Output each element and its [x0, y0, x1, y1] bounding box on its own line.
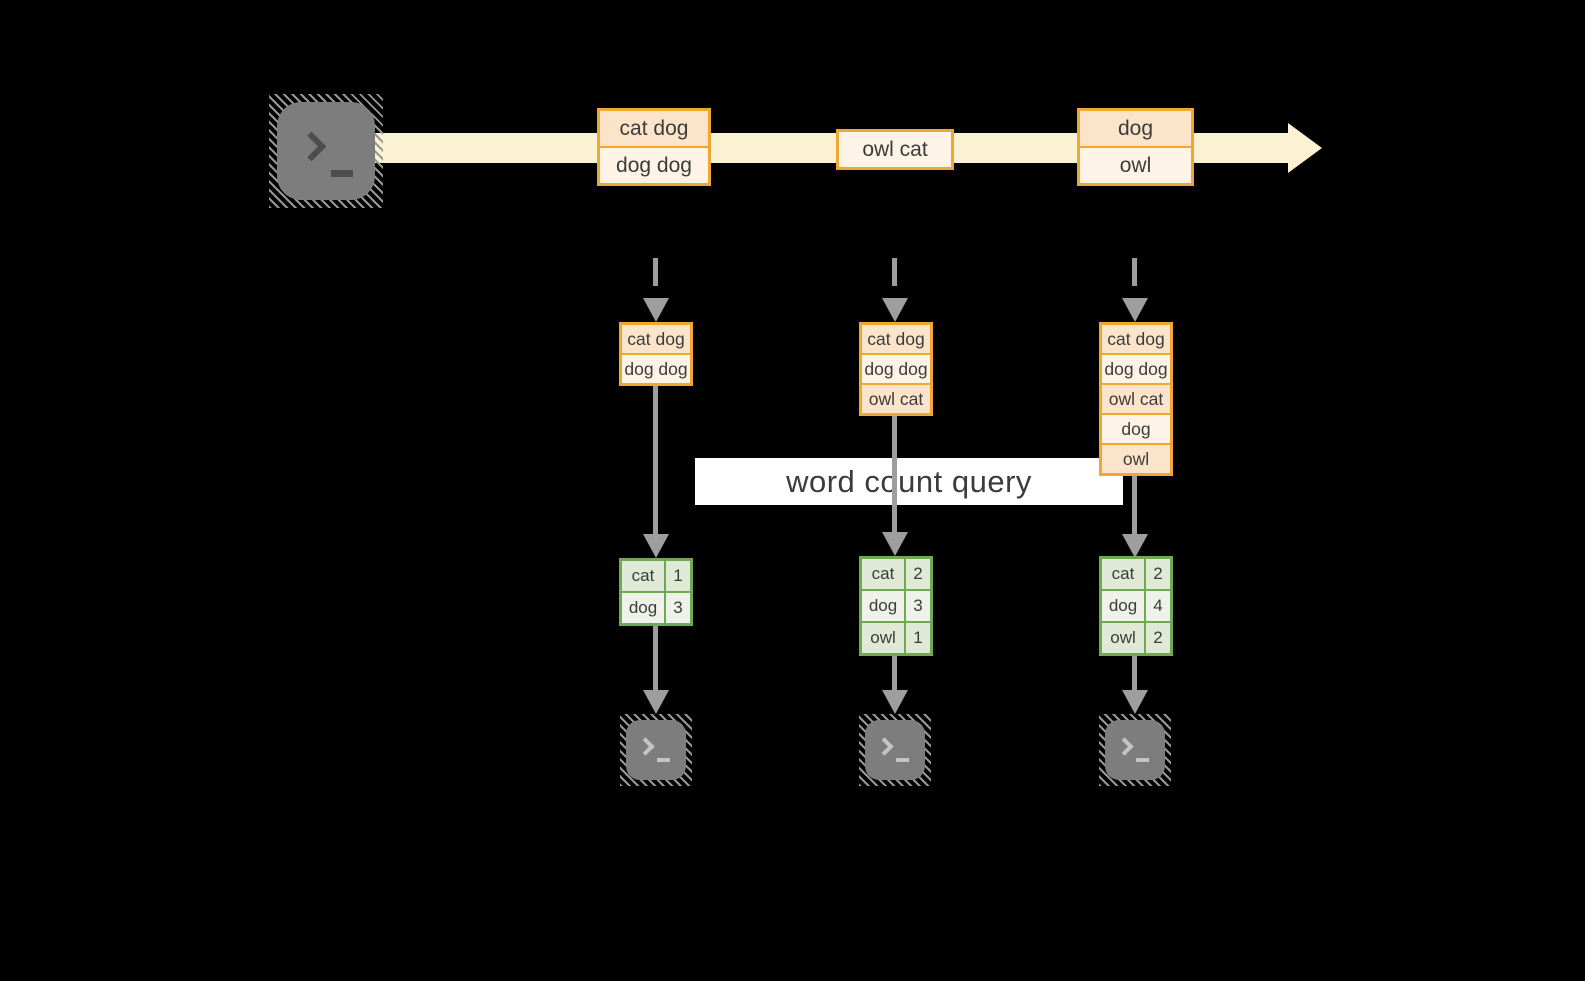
output-arrow: [892, 656, 897, 690]
count-value-cell: 4: [1144, 589, 1170, 621]
query-arrow: [892, 416, 897, 532]
terminal-cursor-icon: [657, 758, 670, 762]
count-value-cell: 1: [664, 561, 690, 591]
stream-message-line: cat dog: [600, 111, 708, 146]
stream-message-box: owl cat: [836, 129, 954, 170]
stream-message-box: cat dog dog dog: [597, 108, 711, 186]
query-label: word count query: [786, 463, 1032, 499]
output-arrowhead-icon: [1122, 690, 1148, 714]
query-arrowhead-icon: [643, 534, 669, 558]
terminal-cursor-icon: [331, 170, 353, 177]
count-value-cell: 3: [664, 591, 690, 623]
state-buffer-line: owl cat: [1102, 383, 1170, 413]
ingest-arrowhead-icon: [643, 298, 669, 322]
count-word-cell: owl: [1102, 621, 1144, 653]
query-arrowhead-icon: [1122, 534, 1148, 558]
count-table: cat 2 dog 4 owl 2: [1099, 556, 1173, 656]
query-label-bar: word count query: [695, 458, 1123, 505]
state-buffer-box: cat dog dog dog owl cat: [859, 322, 933, 416]
ingest-arrow-dash: [892, 258, 897, 286]
terminal-prompt-icon: [636, 737, 655, 756]
count-word-cell: dog: [1102, 589, 1144, 621]
count-word-cell: cat: [862, 559, 904, 589]
count-word-cell: owl: [862, 621, 904, 653]
state-buffer-line: cat dog: [622, 325, 690, 353]
count-value-cell: 2: [904, 559, 930, 589]
count-value-cell: 2: [1144, 621, 1170, 653]
stream-message-box: dog owl: [1077, 108, 1194, 186]
count-word-cell: cat: [622, 561, 664, 591]
count-word-cell: cat: [1102, 559, 1144, 589]
query-arrow: [1132, 476, 1137, 534]
stream-message-line: owl cat: [839, 132, 951, 167]
stream-message-line: dog dog: [600, 146, 708, 183]
terminal-cursor-icon: [1136, 758, 1149, 762]
output-arrowhead-icon: [882, 690, 908, 714]
query-arrowhead-icon: [882, 532, 908, 556]
query-arrow: [653, 386, 658, 534]
sink-terminal-icon: [1099, 714, 1171, 786]
stream-message-line: owl: [1080, 146, 1191, 183]
count-table: cat 2 dog 3 owl 1: [859, 556, 933, 656]
output-arrow: [653, 626, 658, 690]
count-table: cat 1 dog 3: [619, 558, 693, 626]
stream-arrowhead-icon: [1288, 123, 1322, 173]
source-terminal-icon: [269, 94, 383, 208]
ingest-arrow-dash: [1132, 258, 1137, 286]
state-buffer-line: cat dog: [862, 325, 930, 353]
terminal-screen: [626, 720, 686, 780]
state-buffer-box: cat dog dog dog owl cat dog owl: [1099, 322, 1173, 476]
sink-terminal-icon: [859, 714, 931, 786]
sink-terminal-icon: [620, 714, 692, 786]
state-buffer-line: owl: [1102, 443, 1170, 473]
terminal-cursor-icon: [896, 758, 909, 762]
terminal-prompt-icon: [875, 737, 894, 756]
stream-message-line: dog: [1080, 111, 1191, 146]
ingest-arrowhead-icon: [882, 298, 908, 322]
output-arrowhead-icon: [643, 690, 669, 714]
state-buffer-line: dog: [1102, 413, 1170, 443]
ingest-arrowhead-icon: [1122, 298, 1148, 322]
terminal-screen: [277, 102, 375, 200]
state-buffer-line: owl cat: [862, 383, 930, 413]
count-value-cell: 3: [904, 589, 930, 621]
count-value-cell: 2: [1144, 559, 1170, 589]
state-buffer-line: dog dog: [862, 353, 930, 383]
terminal-prompt-icon: [1115, 737, 1134, 756]
terminal-screen: [865, 720, 925, 780]
state-buffer-line: cat dog: [1102, 325, 1170, 353]
state-buffer-box: cat dog dog dog: [619, 322, 693, 386]
output-arrow: [1132, 656, 1137, 690]
count-value-cell: 1: [904, 621, 930, 653]
terminal-prompt-icon: [296, 131, 327, 162]
ingest-arrow-dash: [653, 258, 658, 286]
state-buffer-line: dog dog: [1102, 353, 1170, 383]
count-word-cell: dog: [862, 589, 904, 621]
terminal-screen: [1105, 720, 1165, 780]
state-buffer-line: dog dog: [622, 353, 690, 383]
count-word-cell: dog: [622, 591, 664, 623]
